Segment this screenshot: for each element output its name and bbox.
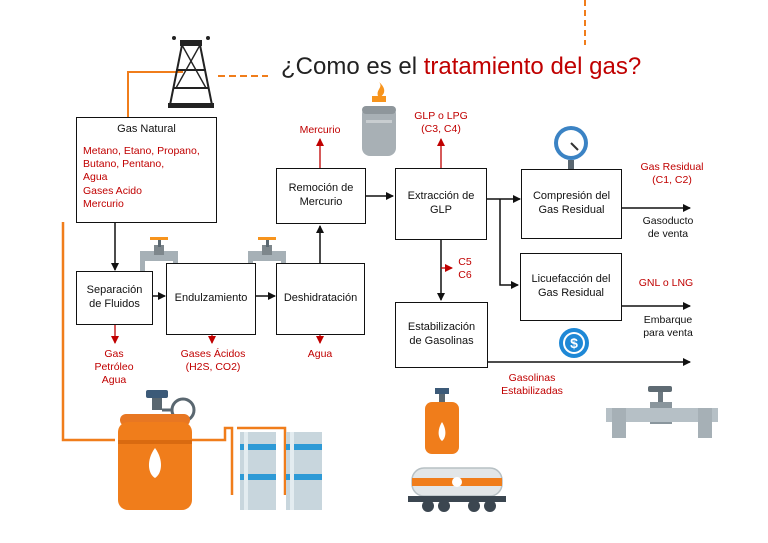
output-line: (C1, C2) bbox=[652, 174, 692, 187]
deshidratacion-box: Deshidratación bbox=[276, 263, 365, 335]
output-line: Gasoducto bbox=[642, 215, 694, 227]
box-label: GLP bbox=[429, 204, 452, 216]
output-line: Embarque bbox=[643, 314, 693, 326]
estabilizacion-gasolinas-box: Estabilización de Gasolinas bbox=[395, 302, 488, 368]
output-glp: GLP o LPG (C3, C4) bbox=[405, 110, 477, 136]
output-separacion: Gas Petróleo Agua bbox=[88, 348, 140, 387]
component-line: Metano, Etano, Propano, bbox=[83, 144, 200, 157]
gas-natural-box: Gas Natural Metano, Etano, Propano, Buta… bbox=[76, 117, 217, 223]
gas-tank-icon bbox=[118, 390, 196, 510]
output-line: Gasolinas bbox=[508, 372, 556, 384]
extraccion-glp-box: Extracción de GLP bbox=[395, 168, 487, 240]
licuefaccion-gas-residual-box: Licuefacción del Gas Residual bbox=[520, 253, 622, 321]
box-label: de Gasolinas bbox=[409, 335, 474, 347]
orange-pipe bbox=[61, 222, 115, 442]
oil-derrick-icon bbox=[168, 36, 214, 108]
box-label: Mercurio bbox=[299, 196, 343, 208]
output-c5-c6: C5 C6 bbox=[452, 256, 478, 282]
output-gasolinas: Gasolinas Estabilizadas bbox=[490, 372, 574, 398]
output-line: Agua bbox=[307, 348, 333, 360]
box-label: Extracción de bbox=[407, 190, 475, 203]
gas-natural-header: Gas Natural bbox=[117, 123, 176, 135]
output-line: Estabilizadas bbox=[501, 385, 563, 398]
remocion-mercurio-box: Remoción de Mercurio bbox=[276, 168, 366, 224]
dollar-coin-icon: $ bbox=[559, 328, 589, 358]
output-line: de venta bbox=[647, 228, 689, 241]
tanker-truck-icon bbox=[408, 467, 506, 512]
output-gas-residual: Gas Residual (C1, C2) bbox=[632, 161, 712, 187]
output-line: Gas bbox=[104, 348, 124, 360]
page-title: ¿Como es el tratamiento del gas? bbox=[281, 53, 642, 80]
output-line: GNL o LNG bbox=[638, 277, 694, 289]
output-mercurio: Mercurio bbox=[290, 124, 350, 137]
output-line: Petróleo bbox=[94, 361, 134, 374]
box-label: Endulzamiento bbox=[174, 292, 248, 305]
output-embarque: Embarque para venta bbox=[632, 314, 704, 340]
orange-pipe bbox=[127, 71, 183, 117]
orange-pipe bbox=[185, 426, 234, 495]
component-line: Agua bbox=[83, 171, 108, 184]
box-label: Separación bbox=[86, 284, 143, 297]
output-line: C5 bbox=[458, 256, 472, 268]
box-label: Gas Residual bbox=[538, 204, 605, 216]
box-label: Estabilización bbox=[407, 321, 476, 334]
box-label: Compresión del bbox=[532, 190, 611, 203]
output-line: (H2S, CO2) bbox=[185, 361, 241, 374]
output-line: Mercurio bbox=[299, 124, 341, 136]
output-gasoducto: Gasoducto de venta bbox=[632, 215, 704, 241]
output-gnl: GNL o LNG bbox=[630, 277, 702, 290]
valve-icon bbox=[140, 237, 178, 273]
pressure-gauge-icon bbox=[554, 126, 588, 170]
output-deshidratacion: Agua bbox=[296, 348, 344, 361]
output-line: para venta bbox=[643, 327, 693, 340]
output-line: (C3, C4) bbox=[421, 123, 461, 136]
orange-pipe bbox=[237, 426, 287, 495]
svg-text:$: $ bbox=[570, 335, 578, 351]
storage-tanks-icon bbox=[240, 432, 322, 510]
output-endulzamiento: Gases Ácidos (H2S, CO2) bbox=[168, 348, 258, 374]
component-line: Mercurio bbox=[83, 198, 124, 211]
valve-icon bbox=[248, 237, 286, 273]
gas-cylinder-icon bbox=[362, 82, 396, 156]
pipeline-valve-icon bbox=[606, 386, 718, 438]
endulzamiento-box: Endulzamiento bbox=[166, 263, 256, 335]
output-line: GLP o LPG bbox=[414, 110, 468, 122]
component-line: Butano, Pentano, bbox=[83, 158, 165, 171]
output-line: Agua bbox=[101, 374, 127, 387]
gas-tank-icon bbox=[425, 388, 459, 454]
flow-arrow bbox=[499, 199, 519, 289]
box-label: Gas Residual bbox=[537, 287, 605, 299]
output-line: C6 bbox=[458, 269, 472, 282]
box-label: Licuefacción del bbox=[531, 273, 611, 286]
box-label: Deshidratación bbox=[283, 292, 358, 305]
compresion-gas-residual-box: Compresión del Gas Residual bbox=[521, 169, 622, 239]
output-line: Gas Residual bbox=[640, 161, 704, 173]
box-label: de Fluidos bbox=[89, 298, 140, 310]
component-line: Gases Acido bbox=[83, 184, 142, 197]
output-line: Gases Ácidos bbox=[180, 348, 246, 360]
separacion-fluidos-box: Separación de Fluidos bbox=[76, 271, 153, 325]
box-label: Remoción de bbox=[288, 182, 354, 195]
